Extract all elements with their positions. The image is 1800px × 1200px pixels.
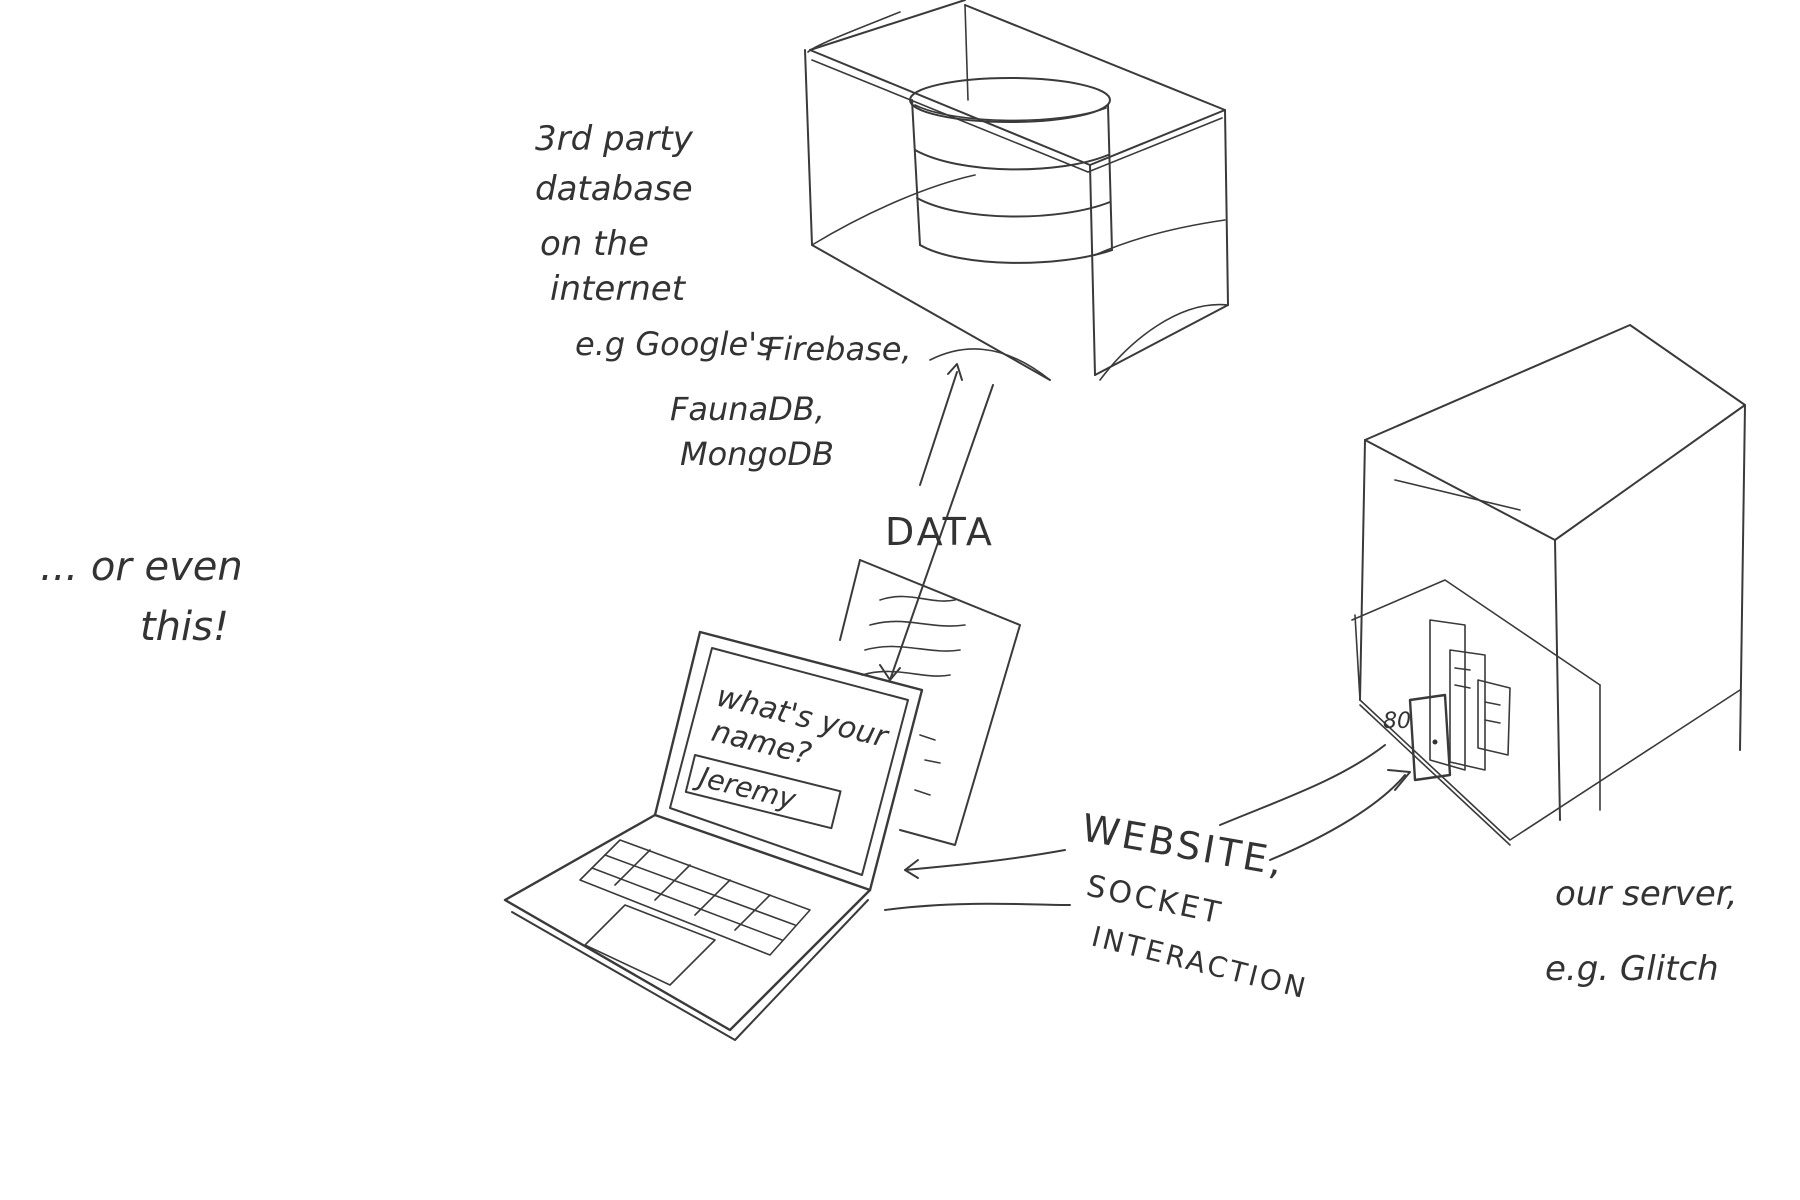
database-note-line-1: 3rd party bbox=[535, 119, 694, 159]
screen-name-input[interactable] bbox=[684, 754, 842, 830]
caption-line-1: ... or even bbox=[40, 544, 243, 590]
server-note: our server, e.g. Glitch bbox=[1545, 874, 1737, 989]
connection-label-line-3: INTERACTION bbox=[1088, 920, 1311, 1006]
database-example-4: MongoDB bbox=[680, 435, 834, 473]
database-note-line-4: internet bbox=[550, 269, 687, 309]
database-cylinder-icon bbox=[909, 77, 1113, 264]
database-note: 3rd party database on the internet e.g G… bbox=[535, 119, 912, 473]
caption: ... or even this! bbox=[40, 544, 243, 650]
database-box bbox=[804, 0, 1229, 381]
document-icon bbox=[839, 559, 1021, 846]
connection-label: WEBSITE, SOCKET INTERACTION bbox=[1078, 806, 1311, 1006]
laptop-screen: what's your name? Jeremy bbox=[684, 679, 893, 830]
server-note-line-1: our server, bbox=[1555, 874, 1737, 914]
database-example-2: Firebase, bbox=[765, 330, 912, 368]
server-door-label: 80 bbox=[1383, 709, 1411, 734]
database-example-3: FaunaDB, bbox=[670, 390, 825, 428]
laptop-icon bbox=[503, 630, 924, 1041]
server-note-line-2: e.g. Glitch bbox=[1545, 949, 1719, 989]
website-socket-arrows bbox=[884, 744, 1411, 911]
server-building-icon bbox=[1429, 619, 1511, 771]
server-box bbox=[1351, 324, 1746, 846]
server-door-icon bbox=[1408, 693, 1452, 782]
data-label: DATA bbox=[885, 510, 995, 554]
caption-line-2: this! bbox=[140, 604, 229, 650]
database-note-line-2: database bbox=[535, 169, 693, 209]
database-example-1: e.g Google's bbox=[575, 325, 774, 363]
database-note-line-3: on the bbox=[540, 224, 649, 264]
